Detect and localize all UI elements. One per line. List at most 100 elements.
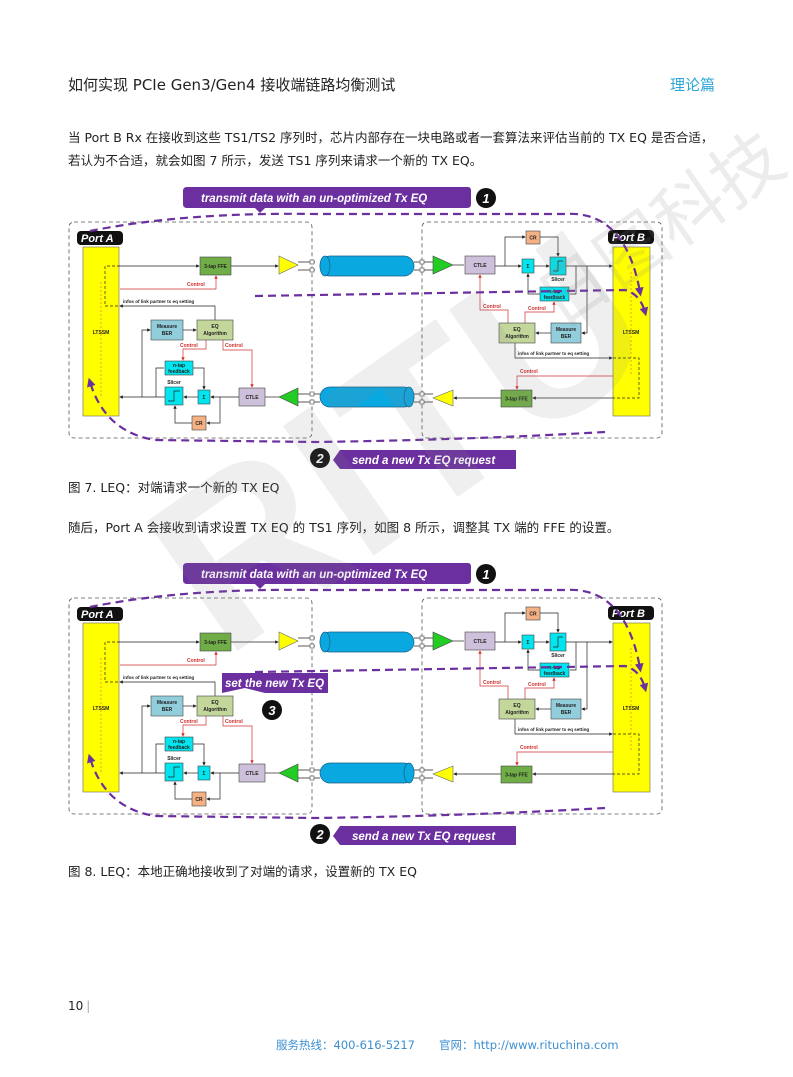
summer-block-b [521,634,535,650]
slicer-a-label: Slicer [167,380,181,386]
measure-a-label-2: BER [162,707,173,713]
measure-a-label-1: Measure [157,700,178,706]
eq-b-label-1: EQ [513,703,520,709]
flow-path-transmit [89,588,644,673]
infos-label-b: infos of link partner tx eq setting [518,351,589,356]
cr-block-a [191,415,207,431]
cable-bottom-icon [319,762,415,784]
figure-7-diagram: LTSSM LTSSM Port A Port B [65,182,665,474]
ctle-block-b [464,631,496,651]
flow-path-transmit-2 [254,664,649,693]
slicer-b-label: Slicer [551,277,565,283]
ntap-block-a [164,736,194,752]
control-label-ntap-b: Control [528,306,546,312]
callout-transmit: transmit data with an un-optimized Tx EQ [183,187,471,213]
ctle-block-a [238,387,266,407]
control-label-ffe-b: Control [520,369,538,375]
eq-b-label-2: Algorithm [505,710,529,716]
eq-algorithm-block-b [498,322,536,344]
figure-8-caption: 图 8. LEQ：本地正确地接收到了对端的请求，设置新的 TX EQ [68,864,417,879]
port-b-tag [608,606,654,620]
step-badge-3-text: 3 [268,703,276,718]
flow-path-request [87,377,606,444]
ntap-a-label-2: feedback [168,745,190,751]
summer-block-b [521,258,535,274]
ctle-block-b [464,255,496,275]
step-badge-2-text: 2 [315,827,324,842]
measure-ber-block-b [550,322,582,344]
ffe-b-label: 3-tap FFE [505,773,528,779]
callout-request-text: send a new Tx EQ request [352,831,496,843]
port-a-boundary [68,221,313,439]
summer-a-label: Σ [202,771,205,777]
paragraph-1: 当 Port B Rx 在接收到这些 TS1/TS2 序列时，芯片内部存在一块电… [68,126,738,172]
callout-request: send a new Tx EQ request [333,826,516,845]
ctle-a-label: CTLE [245,771,259,777]
infos-label-b: infos of link partner tx eq setting [518,727,589,732]
rx-amp-b-icon [432,631,454,651]
measure-ber-block-b [550,698,582,720]
rx-amp-a-icon [278,763,299,783]
ffe-b-label: 3-tap FFE [505,397,528,403]
port-a-tag [77,607,123,621]
eq-algorithm-block-a [196,319,234,341]
ntap-b-label-2: feedback [544,295,566,301]
eq-a-label-1: EQ [211,324,218,330]
cable-top-icon [319,631,415,653]
measure-a-label-1: Measure [157,324,178,330]
flow-path-transmit-2 [254,288,649,317]
port-b-label: Port B [612,232,645,244]
figure-8-diagram: LTSSM LTSSM Port A Port B [65,558,665,850]
slicer-a-label: Slicer [167,756,181,762]
port-a-tag [77,231,123,245]
section-label: 理论篇 [670,76,716,94]
figure-7-caption: 图 7. LEQ：对端请求一个新的 TX EQ [68,480,280,495]
slicer-a-icon [168,390,180,402]
ntap-b-label-2: feedback [544,671,566,677]
slicer-b-label: Slicer [551,653,565,659]
control-label-ctle-a: Control [225,343,243,349]
slicer-a-icon [168,766,180,778]
footer-hotline: 服务热线：400-616-5217 [276,1038,415,1052]
ltssm-a-label: LTSSM [93,706,110,712]
footer-website[interactable]: 官网：http://www.rituchina.com [438,1038,619,1052]
summer-a-label: Σ [202,395,205,401]
port-b-boundary [421,221,663,439]
summer-b-label: Σ [526,264,529,270]
measure-b-label-2: BER [561,334,572,340]
ntap-a-label-1: n-tap [173,363,185,369]
step-badge-2 [310,824,330,844]
measure-b-label-2: BER [561,710,572,716]
figure-7-svg: LTSSM LTSSM Port A Port B [68,187,663,469]
eq-algorithm-block-b [498,698,536,720]
port-a-boundary [68,597,313,815]
cr-block-a [191,791,207,807]
connector-icons [309,635,425,781]
ffe-a-label: 3-tap FFE [204,640,227,646]
ntap-a-label-2: feedback [168,369,190,375]
cable-bottom-icon [319,386,415,408]
cr-b-label: CR [529,236,537,242]
ntap-a-label-1: n-tap [173,739,185,745]
cable-top-icon [319,255,415,277]
connector-icons [309,259,425,405]
port-a-label: Port A [81,609,114,621]
callout-set-text: set the new Tx EQ [225,678,324,690]
page-number: 10| [68,999,91,1013]
ffe-block-a [199,256,232,276]
slicer-b-icon [553,636,563,648]
ltssm-b [612,622,651,793]
callout-transmit-text: transmit data with an un-optimized Tx EQ [201,569,427,581]
document-title: 如何实现 PCIe Gen3/Gen4 接收端链路均衡测试 [68,76,396,94]
rx-amp-b-icon [432,255,454,275]
measure-a-label-2: BER [162,331,173,337]
ffe-block-b [500,389,533,408]
ctle-b-label: CTLE [473,263,487,269]
cr-b-label: CR [529,612,537,618]
callout-transmit-text: transmit data with an un-optimized Tx EQ [201,193,427,205]
cr-a-label: CR [195,421,203,427]
infos-label-a: infos of link partner tx eq setting [123,299,194,304]
ntap-block-a [164,360,194,376]
measure-ber-block-a [150,695,184,717]
eq-b-label-1: EQ [513,327,520,333]
